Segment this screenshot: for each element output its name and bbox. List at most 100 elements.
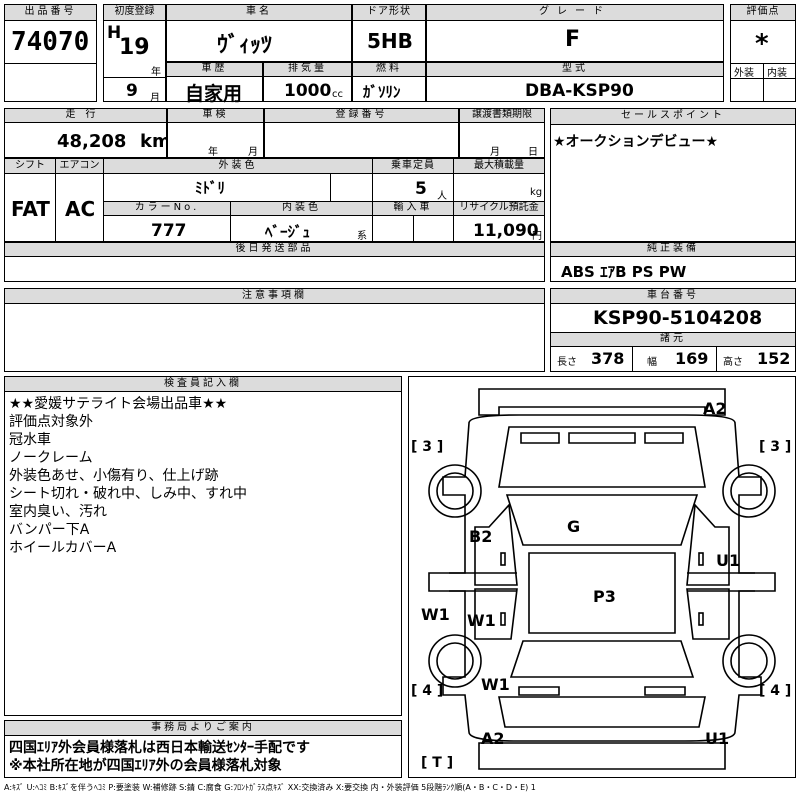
year-unit: 年 [151,67,161,78]
displacement: 1000 [284,81,332,101]
grade-label: グレード [427,5,723,21]
door-type: 5HB [367,29,413,53]
car-name-label: 車名 [167,5,351,21]
score-int-label: 内装 [767,68,787,79]
tire-rear-left: [ 4 ] [411,683,444,699]
history-box: 車歴 自家用 [166,62,263,105]
shift: FAT [11,197,50,221]
lot-box: 出品番号 74070 [4,4,97,102]
max-load-unit: kg [530,187,543,198]
mark-rear-bumper-right: U1 [705,729,730,748]
inspector-box: 検査員記入欄 ★★愛媛サテライト会場出品車★★ 評価点対象外 冠水車 ノークレー… [4,376,402,716]
mark-left-rocker: W1 [421,605,450,624]
capacity: 5 [415,179,427,199]
inspector-line: ホイールカバーA [9,540,117,556]
model-type-box: 型式 DBA-KSP90 [426,62,724,102]
displacement-box: 排気量 1000 cc [263,62,352,102]
car-name: ｳﾞｨｯﾂ [217,33,273,58]
displacement-label: 排気量 [264,63,351,77]
fuel-label: 燃料 [353,63,425,77]
office-line: 四国ｴﾘｱ外会員様落札は西日本輸送ｾﾝﾀｰ手配です [9,740,310,756]
ext-color: ﾐﾄﾞﾘ [195,179,226,197]
mileage-box: 走行 48,208 km [4,108,171,158]
equipment-label: 純正装備 [551,243,795,257]
reg-month: 9 [126,81,138,101]
mark-roof: P3 [593,587,616,606]
later-parts-label: 後日発送部品 [5,243,544,257]
office-line: ※本社所在地が四国ｴﾘｱ外の会員様落札対象 [9,758,282,774]
tire-front-right: [ 3 ] [759,439,792,455]
reg-year: 19 [119,35,150,60]
mileage: 48,208 [57,131,127,152]
model-type: DBA-KSP90 [525,81,634,101]
inspector-line: 室内臭い、汚れ [9,504,107,520]
recycle: 11,090 [473,221,539,241]
grade: F [565,27,581,52]
car-name-box: 車名 ｳﾞｨｯﾂ [166,4,352,62]
sales-point-label: セールスポイント [551,109,795,125]
inspector-label: 検査員記入欄 [5,377,401,392]
inspection-label: 車検 [168,109,263,123]
score-label: 評価点 [731,5,795,21]
mark-left-front-door: B2 [469,527,493,546]
capacity-label: 乗車定員 [373,159,453,174]
equipment: ABS ｴｱB PS PW [561,263,687,281]
mark-front-bumper: A2 [703,399,727,418]
model-type-label: 型式 [427,63,723,77]
transfer-box: 譲渡書類期限 月 日 [459,108,545,158]
recycle-unit: 円 [532,231,542,242]
inspector-line: 評価点対象外 [9,414,93,430]
inspection-year-unit: 年 [208,147,218,158]
inspector-line: ノークレーム [9,450,93,466]
inspector-line: 冠水車 [9,432,51,448]
width: 169 [675,349,709,368]
mileage-unit: km [140,131,171,152]
aircon-label: エアコン [56,159,103,174]
door-label: ドア形状 [353,5,425,21]
cautions-label: 注意事項欄 [5,289,544,304]
first-registration-box: 初度登録 H 19 年 9 月 [103,4,166,104]
length-label: 長さ [557,357,577,368]
mileage-label: 走行 [5,109,166,123]
sales-point-box: セールスポイント ★オークションデビュー★ [550,108,796,242]
legend: A:ｷｽﾞ U:ﾍｺﾐ B:ｷｽﾞを伴うﾍｺﾐ P:要塗装 W:補修跡 S:錆 … [4,783,536,792]
import-label: 輸入車 [373,202,453,216]
mark-left-rear-quarter: W1 [481,675,510,694]
int-color: ﾍﾞｰｼﾞｭ [265,223,311,241]
inspection-month-unit: 月 [248,147,258,158]
inspector-line: バンパー下A [9,522,90,538]
mark-left-rear-door: W1 [467,611,496,630]
score: * [755,29,769,59]
cautions-box: 注意事項欄 [4,288,545,372]
reg-no-box: 登録番号 [264,108,459,158]
recycle-label: リサイクル預託金 [454,202,544,216]
score-ext-label: 外装 [734,68,754,79]
color-no-label: カラーNo. [104,202,230,216]
sales-point: ★オークションデビュー★ [553,134,719,150]
fuel: ｶﾞｿﾘﾝ [363,83,401,101]
transfer-label: 譲渡書類期限 [460,109,544,123]
mark-rear-bumper-left: A2 [481,729,505,748]
height: 152 [757,349,791,368]
transfer-day-unit: 日 [528,147,538,158]
first-registration-label: 初度登録 [104,5,165,21]
fuel-box: 燃料 ｶﾞｿﾘﾝ [352,62,426,102]
chassis-label: 車台番号 [551,289,795,304]
month-unit: 月 [150,93,160,104]
aircon: AC [65,197,96,221]
specs-label: 諸元 [551,333,795,347]
inspector-line: 外装色あせ、小傷有り、仕上げ跡 [9,468,219,484]
width-label: 幅 [647,357,657,368]
int-color-suffix: 系 [357,231,367,242]
score-box: 評価点 * 外装 内装 [730,4,796,102]
ext-color-label: 外装色 [104,159,372,174]
car-outline [428,388,776,770]
spare-tire: [ T ] [421,755,454,771]
mark-windshield: G [567,517,581,536]
chassis-box: 車台番号 KSP90-5104208 諸元 長さ 378 幅 169 高さ 15… [550,288,796,372]
tire-front-left: [ 3 ] [411,439,444,455]
capacity-unit: 人 [437,191,447,202]
reg-no-label: 登録番号 [265,109,458,123]
lot-label: 出品番号 [5,5,96,21]
int-color-label: 内装色 [231,202,372,216]
